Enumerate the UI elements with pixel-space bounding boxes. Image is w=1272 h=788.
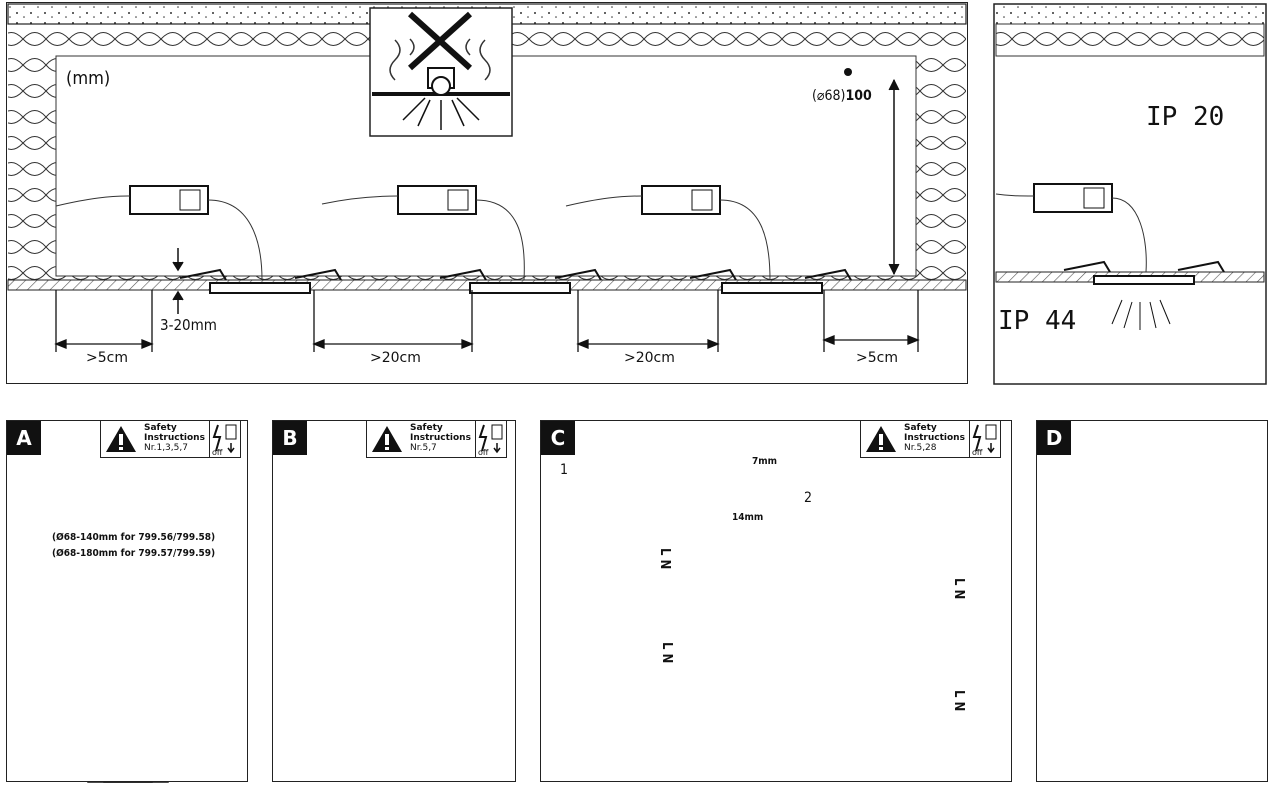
switch-off-icon: off: [475, 421, 506, 457]
warning-triangle-icon: [861, 421, 901, 457]
safety-title-a: Safety Instructions: [144, 423, 205, 443]
strip-length-7: 7mm: [752, 456, 778, 467]
spacing-label-2: >20cm: [370, 350, 421, 366]
ip-upper-label: IP 20: [1146, 102, 1225, 132]
safety-title-c: Safety Instructions: [904, 423, 965, 443]
warning-triangle-icon: [367, 421, 407, 457]
terminal-label-3: L N: [951, 578, 966, 600]
safety-nr-b: Nr.5,7: [410, 443, 437, 453]
panel-d-tag: D: [1037, 421, 1071, 455]
terminal-label-2: L N: [659, 642, 674, 664]
depth-label: (⌀68)100: [812, 88, 872, 104]
strip-length-14: 14mm: [732, 512, 764, 523]
safety-nr-a: Nr.1,3,5,7: [144, 443, 188, 453]
note-a-2: (Ø68-180mm for 799.57/799.59): [52, 548, 216, 559]
switch-off-icon: off: [209, 421, 240, 457]
note-a-1: (Ø68-140mm for 799.56/799.58): [52, 532, 216, 543]
no-insulation-icon: [369, 7, 513, 137]
depth-label-prefix: (⌀68): [812, 88, 846, 104]
spacing-label-4: >5cm: [856, 350, 898, 366]
step-2-label: 2: [804, 490, 813, 506]
unit-label: (mm): [66, 68, 111, 89]
driver-3: [565, 185, 771, 281]
driver-ip: [995, 183, 1147, 273]
terminal-label-4: L N: [951, 690, 966, 712]
driver-2: [321, 185, 525, 281]
panel-d: D: [1036, 420, 1268, 782]
panel-a: A: [6, 420, 248, 782]
safety-off-a: off: [212, 448, 223, 457]
safety-off-c: off: [972, 448, 983, 457]
panel-b-tag: B: [273, 421, 307, 455]
panel-c-tag: C: [541, 421, 575, 455]
panel-b: B: [272, 420, 516, 782]
ip-lower-label: IP 44: [998, 306, 1077, 336]
switch-off-icon: off: [969, 421, 1000, 457]
panel-a-tag: A: [7, 421, 41, 455]
warning-triangle-icon: [101, 421, 141, 457]
depth-label-value: 100: [845, 88, 872, 104]
driver-1: [55, 185, 263, 281]
terminal-label-1: L N: [657, 548, 672, 570]
panel-c: C: [540, 420, 1012, 782]
safety-nr-c: Nr.5,28: [904, 443, 937, 453]
spacing-label-1: >5cm: [86, 350, 128, 366]
step-1-label: 1: [560, 462, 569, 478]
ceiling-thickness-label: 3-20mm: [160, 316, 217, 334]
spacing-label-3: >20cm: [624, 350, 675, 366]
safety-title-b: Safety Instructions: [410, 423, 471, 443]
safety-off-b: off: [478, 448, 489, 457]
